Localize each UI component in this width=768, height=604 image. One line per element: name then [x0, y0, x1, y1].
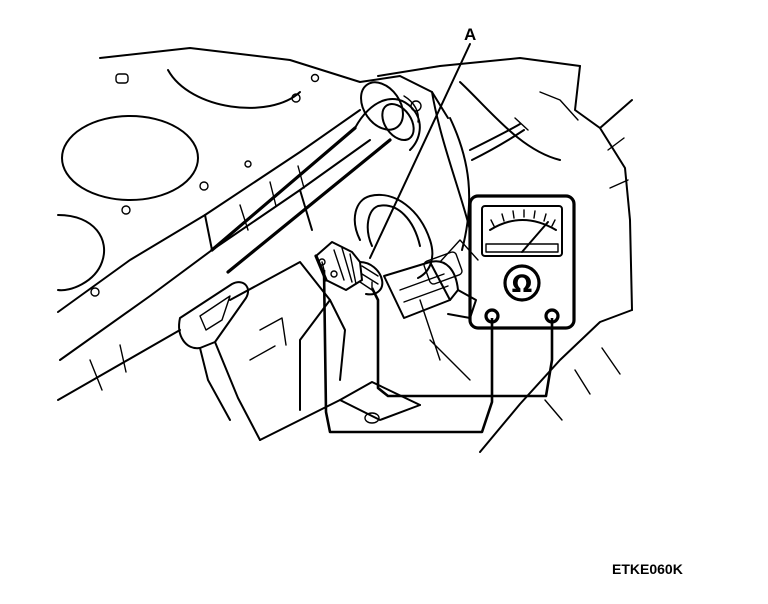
meter-scale — [489, 219, 557, 231]
test-lead-left — [322, 269, 494, 434]
cylinder-bore — [57, 214, 106, 292]
engine-housing — [377, 57, 633, 311]
callout-label: A — [464, 25, 476, 44]
ohm-selector — [503, 264, 541, 302]
multimeter: Ω — [468, 194, 576, 330]
test-leads — [321, 261, 554, 434]
lower-block — [229, 261, 633, 453]
engine-block — [57, 47, 449, 401]
test-lead-right — [370, 287, 554, 398]
terminal-right — [544, 308, 560, 324]
cylinder-bore — [61, 115, 199, 201]
multimeter-body — [468, 194, 576, 330]
wiring-connector — [353, 193, 479, 319]
bracket — [178, 281, 261, 441]
meter-display — [481, 205, 563, 257]
terminal-left — [484, 308, 500, 324]
coolant-pipe — [210, 81, 422, 274]
figure-code: ETKE060K — [612, 561, 683, 577]
ohm-symbol: Ω — [512, 270, 532, 298]
cylinder-bore — [167, 69, 301, 109]
meter-needle — [521, 221, 549, 253]
callout-leader: A — [369, 25, 476, 259]
